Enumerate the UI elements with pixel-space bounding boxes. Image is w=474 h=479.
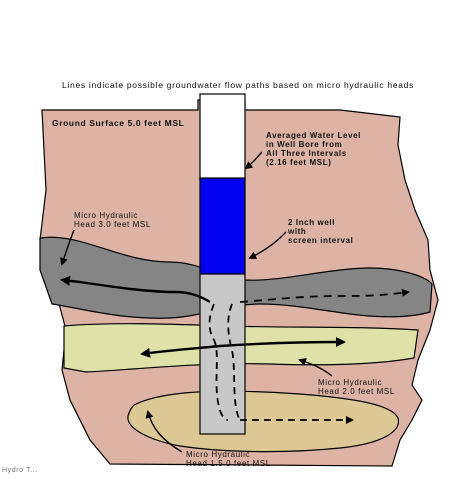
leader-head-lower xyxy=(145,410,183,453)
ground-surface-label: Ground Surface 5.0 feet MSL xyxy=(52,118,185,128)
leader-head-middle xyxy=(298,358,333,377)
leader-head-upper xyxy=(60,229,75,266)
averaged-water-level-label: Averaged Water Level in Well Bore from A… xyxy=(266,131,361,167)
flow-path-well-down-right xyxy=(227,303,241,421)
credit-text: Hydro T... xyxy=(2,467,38,474)
leader-well xyxy=(248,231,287,259)
head-upper-label: Micro Hydraulic Head 3.0 feet MSL xyxy=(74,211,151,229)
well-screen-interval xyxy=(199,273,246,435)
leader-averaged-water-level xyxy=(244,151,263,170)
well-label: 2 Inch well with screen interval xyxy=(288,218,354,245)
flow-path-upper-right xyxy=(239,288,410,303)
head-middle-label: Micro Hydraulic Head 2.0 feet MSL xyxy=(318,378,395,396)
flow-path-middle xyxy=(140,337,346,358)
well-water-column xyxy=(199,177,246,275)
head-lower-label: Micro Hydraulic Head 1.5 0 feet MSL xyxy=(186,450,271,468)
flow-path-upper-left xyxy=(60,275,211,304)
lower-aquifer-lens xyxy=(127,390,399,453)
flow-path-well-down-left xyxy=(208,303,229,421)
well-casing xyxy=(199,93,246,181)
diagram-title: Lines indicate possible groundwater flow… xyxy=(62,80,415,90)
upper-aquifer-layer xyxy=(39,236,433,319)
